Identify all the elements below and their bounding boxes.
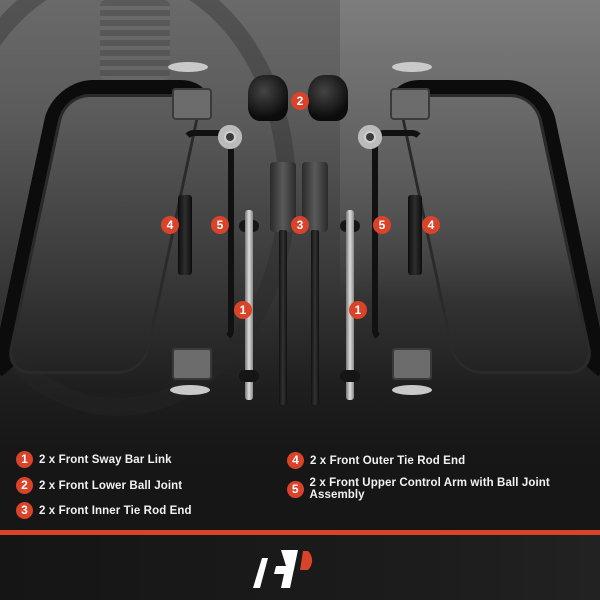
background-coil-spring (100, 0, 170, 80)
sway-link-grommet-right-bottom (340, 370, 360, 382)
legend-label: 2 x Front Lower Ball Joint (39, 479, 183, 492)
callout-badge-5: 5 (373, 216, 391, 234)
inner-tie-rod-right (311, 230, 319, 405)
arm-linkage-left (182, 130, 234, 342)
sway-link-grommet-left-bottom (239, 370, 259, 382)
legend-item-3: 3 2 x Front Inner Tie Rod End (16, 502, 192, 519)
parts-legend: 1 2 x Front Sway Bar Link 2 2 x Front Lo… (0, 440, 600, 530)
arm-bushing-right-top (390, 88, 430, 120)
arm-bolt-left-top (168, 62, 208, 72)
legend-label: 2 x Front Outer Tie Rod End (310, 454, 466, 467)
callout-badge-2: 2 (291, 92, 309, 110)
accent-divider (0, 530, 600, 535)
legend-label: 2 x Front Upper Control Arm with Ball Jo… (309, 477, 550, 501)
arm-bolt-right-bottom (392, 385, 432, 395)
arm-bushing-left-top (172, 88, 212, 120)
legend-item-1: 1 2 x Front Sway Bar Link (16, 451, 172, 468)
arm-bolt-right-top (392, 62, 432, 72)
inner-tie-rod-left (279, 230, 287, 405)
legend-label: 2 x Front Sway Bar Link (39, 453, 172, 466)
legend-number: 1 (16, 451, 33, 468)
ball-joint-left (248, 75, 288, 121)
outer-tie-rod-end-right (408, 195, 422, 275)
ball-joint-washer-right (358, 125, 382, 149)
legend-number: 5 (287, 480, 304, 498)
legend-item-4: 4 2 x Front Outer Tie Rod End (287, 452, 465, 469)
callout-badge-1: 1 (349, 301, 367, 319)
ball-joint-washer-left (218, 125, 242, 149)
legend-number: 4 (287, 452, 304, 469)
outer-tie-rod-end-left (178, 195, 192, 275)
callout-badge-1: 1 (234, 301, 252, 319)
ball-joint-right (308, 75, 348, 121)
background-garage (340, 0, 600, 300)
legend-item-5: 5 2 x Front Upper Control Arm with Ball … (287, 477, 600, 501)
brand-logo-icon (253, 550, 313, 588)
legend-number: 2 (16, 477, 33, 494)
legend-item-2: 2 2 x Front Lower Ball Joint (16, 477, 182, 494)
legend-label: 2 x Front Inner Tie Rod End (39, 504, 192, 517)
arm-bushing-left-bottom (172, 348, 212, 380)
legend-number: 3 (16, 502, 33, 519)
arm-bushing-right-bottom (392, 348, 432, 380)
callout-badge-4: 4 (422, 216, 440, 234)
callout-badge-5: 5 (211, 216, 229, 234)
footer-bar (0, 535, 600, 600)
arm-linkage-right (372, 130, 424, 342)
callout-badge-3: 3 (291, 216, 309, 234)
callout-badge-4: 4 (161, 216, 179, 234)
arm-bolt-left-bottom (170, 385, 210, 395)
